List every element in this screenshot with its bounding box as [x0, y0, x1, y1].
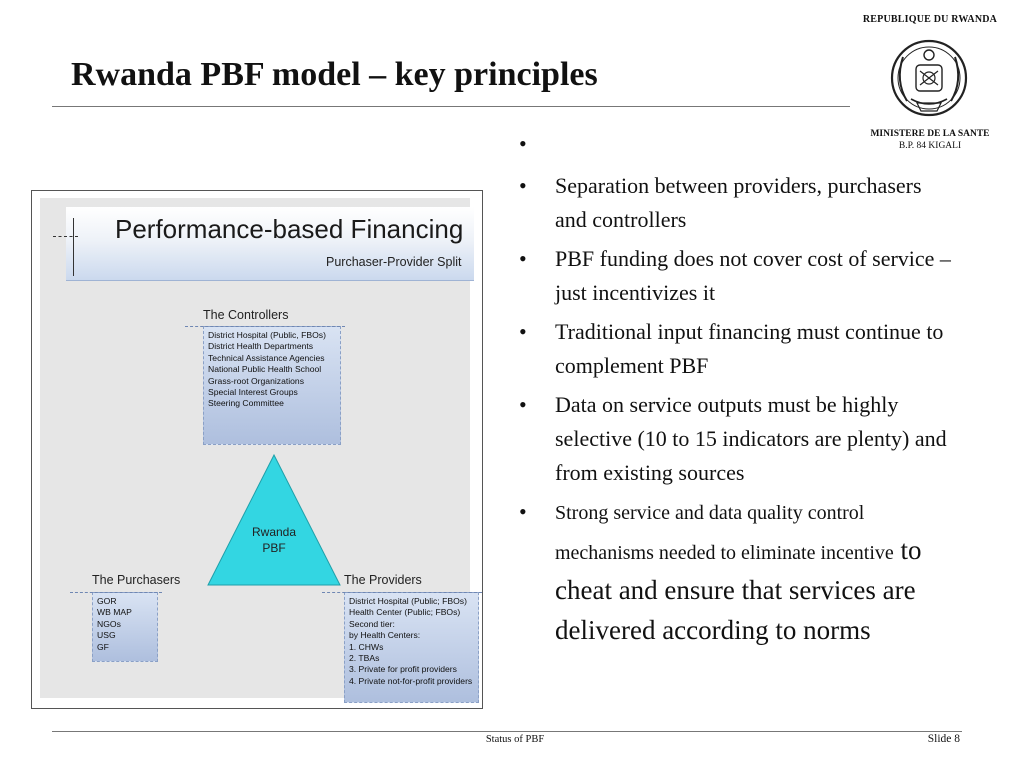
republic-label: REPUBLIQUE DU RWANDA	[862, 14, 998, 25]
triangle-label-line1: Rwanda	[251, 525, 297, 539]
bullet-text: Data on service outputs must be highly s…	[555, 392, 947, 485]
diagram-header: Performance-based Financing Purchaser-Pr…	[66, 207, 474, 281]
bullet-item: •Strong service and data quality control…	[519, 499, 922, 645]
controllers-heading: The Controllers	[203, 308, 289, 322]
header-vertical-line	[73, 218, 74, 276]
providers-items: District Hospital (Public; FBOs)Health C…	[345, 593, 478, 690]
bullet-empty: •	[519, 131, 527, 156]
ministry-label: MINISTERE DE LA SANTE	[870, 129, 990, 139]
controllers-item: Grass-root Organizations	[208, 375, 304, 386]
controllers-item: Technical Assistance Agencies	[208, 352, 325, 363]
controllers-items: District Hospital (Public, FBOs)District…	[204, 327, 340, 413]
providers-item: 2. TBAs	[349, 653, 380, 664]
diagram-title: Performance-based Financing	[115, 214, 464, 244]
providers-heading: The Providers	[344, 573, 422, 587]
bullet-item: •Separation between providers, purchaser…	[519, 173, 922, 232]
triangle-label: Rwanda PBF	[239, 524, 309, 556]
bullet-text-large: to cheat and ensure that services are de…	[555, 535, 922, 645]
bullet-item: •PBF funding does not cover cost of serv…	[519, 246, 951, 305]
providers-item: 1. CHWs	[349, 641, 384, 652]
providers-item: 3. Private for profit providers	[349, 664, 457, 675]
slide-title: Rwanda PBF model – key principles	[71, 56, 598, 93]
ministry-address: B.P. 84 KIGALI	[898, 141, 962, 151]
providers-item: by Health Centers:	[349, 630, 421, 641]
providers-rule	[322, 592, 482, 593]
triangle-label-line2: PBF	[262, 541, 286, 555]
title-divider	[52, 106, 850, 107]
providers-list-box: District Hospital (Public; FBOs)Health C…	[344, 592, 479, 703]
providers-item: Health Center (Public; FBOs)	[349, 607, 461, 618]
rwanda-coat-of-arms-icon	[890, 39, 968, 117]
purchasers-item: USG	[97, 630, 116, 641]
footer-center-text: Status of PBF	[485, 734, 545, 745]
bullet-item: •Traditional input financing must contin…	[519, 319, 944, 378]
bullet-list: • •Separation between providers, purchas…	[517, 127, 957, 655]
controllers-item: District Hospital (Public, FBOs)	[208, 330, 326, 340]
pbf-triangle	[207, 453, 341, 586]
controllers-item: Steering Committee	[208, 398, 284, 409]
bullet-text: Separation between providers, purchasers…	[555, 173, 922, 232]
bullet-text: PBF funding does not cover cost of servi…	[555, 246, 951, 305]
purchasers-item: GOR	[97, 596, 117, 606]
controllers-item: Special Interest Groups	[208, 387, 298, 398]
providers-item: District Hospital (Public; FBOs)	[349, 596, 467, 606]
bullet-text-small: Strong service and data quality control …	[555, 502, 894, 564]
controllers-item: District Health Departments	[208, 341, 314, 352]
bullet-text: Traditional input financing must continu…	[555, 319, 944, 378]
bullet-item: •Data on service outputs must be highly …	[519, 392, 947, 485]
controllers-item: National Public Health School	[208, 364, 322, 375]
providers-box: The Providers District Hospital (Public;…	[344, 573, 482, 703]
header-arrow	[53, 236, 78, 237]
slide-number: Slide 8	[927, 733, 960, 745]
controllers-box: The Controllers District Hospital (Publi…	[203, 308, 343, 445]
purchasers-heading: The Purchasers	[92, 573, 181, 587]
providers-item: Second tier:	[349, 618, 395, 629]
providers-item: 4. Private not-for-profit providers	[349, 675, 473, 686]
diagram-subtitle: Purchaser-Provider Split	[326, 255, 462, 269]
pbf-diagram: Performance-based Financing Purchaser-Pr…	[31, 190, 483, 709]
footer-divider	[52, 731, 962, 732]
purchasers-item: NGOs	[97, 618, 121, 629]
purchasers-item: WB MAP	[97, 607, 132, 618]
diagram-background: Performance-based Financing Purchaser-Pr…	[40, 198, 482, 703]
controllers-rule	[185, 326, 345, 327]
purchasers-rule	[70, 592, 162, 593]
purchasers-item: GF	[97, 641, 109, 652]
controllers-list-box: District Hospital (Public, FBOs)District…	[203, 326, 341, 445]
